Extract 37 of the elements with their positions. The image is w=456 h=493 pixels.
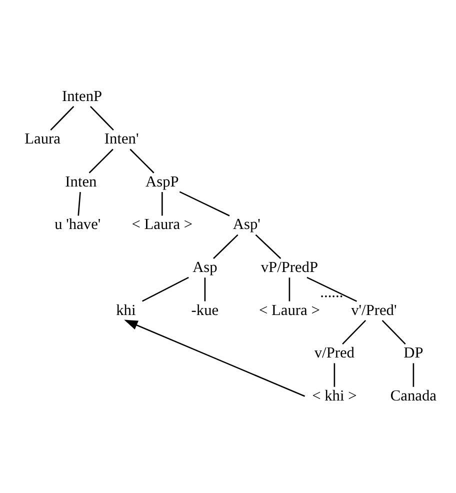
node-text: khi bbox=[116, 302, 136, 319]
node-text: Canada bbox=[390, 387, 436, 404]
connector bbox=[162, 192, 163, 216]
node-text: AspP bbox=[146, 173, 179, 190]
connector bbox=[204, 278, 206, 302]
connector bbox=[213, 234, 238, 259]
node-text: Laura bbox=[24, 130, 60, 148]
node-text: Asp bbox=[192, 258, 218, 276]
connector bbox=[255, 234, 282, 259]
node-text: v/Pred bbox=[314, 344, 354, 362]
connector bbox=[88, 148, 114, 174]
node-text: DP bbox=[404, 344, 424, 362]
node-text: Asp' bbox=[232, 216, 260, 234]
connector bbox=[179, 191, 230, 216]
node-text: IntenP bbox=[62, 88, 102, 105]
node-text: < khi > bbox=[312, 387, 357, 404]
connector bbox=[142, 276, 189, 302]
node-text: Inten bbox=[65, 173, 97, 190]
node-text: < Laura > bbox=[132, 216, 193, 234]
node-text: < Laura > bbox=[259, 302, 320, 319]
node-label: ...... bbox=[320, 284, 344, 302]
connector bbox=[334, 363, 336, 387]
connector bbox=[78, 192, 81, 216]
connector bbox=[382, 320, 406, 345]
connector bbox=[412, 363, 414, 387]
node-text: Inten' bbox=[104, 130, 139, 148]
connector bbox=[288, 278, 290, 302]
connector bbox=[50, 106, 74, 131]
connector bbox=[342, 320, 366, 345]
node-text: -kue bbox=[191, 302, 219, 319]
connector bbox=[130, 148, 154, 174]
connector bbox=[90, 106, 114, 131]
connector bbox=[306, 276, 358, 302]
node-text: vP/PredP bbox=[260, 258, 318, 276]
node-text: v'/Pred' bbox=[351, 302, 397, 319]
arrow bbox=[124, 320, 306, 397]
node-text: u 'have' bbox=[54, 216, 101, 234]
